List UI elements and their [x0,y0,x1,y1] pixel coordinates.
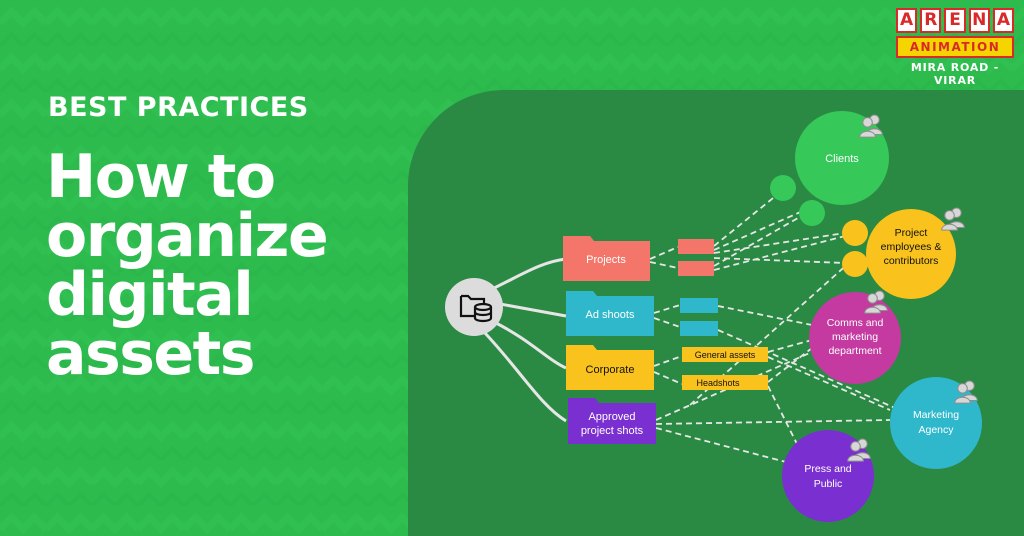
arena-animation-logo[interactable]: A R E N A ANIMATION MIRA ROAD - VIRAR [896,8,1015,87]
folder-label: Approved [588,411,635,423]
audience-press-public[interactable]: Press and Public [782,430,874,522]
connector-dot [770,175,796,201]
audience-label: Marketing [913,409,959,421]
logo-letter: A [896,8,918,33]
folder-label: Ad shoots [586,309,635,321]
logo-letter: N [968,8,990,33]
folder-corporate[interactable]: Corporate [566,345,654,390]
logo-subtitle: ANIMATION [896,36,1014,58]
audience-label: contributors [884,255,939,267]
headline: How to organize digital assets [46,142,426,389]
audience-comms-marketing[interactable]: Comms and marketing department [809,290,901,384]
audience-marketing-agency[interactable]: Marketing Agency [890,377,982,469]
logo-location: MIRA ROAD - VIRAR [910,61,1000,87]
logo-letter: A [992,8,1015,33]
folder-projects[interactable]: Projects [563,236,650,281]
folder-label: Projects [586,254,626,266]
subfolder-label: Headshots [696,378,740,388]
audience-clients[interactable]: Clients [795,111,889,205]
headline-line: digital [46,260,254,330]
user-group-icon [941,207,965,231]
audience-label: Public [814,478,843,490]
root-connectors [482,257,567,423]
connector-dot [842,220,868,246]
audience-label: employees & [881,241,942,253]
subfolder-headshots[interactable]: Headshots [682,375,768,390]
folder-label: project shots [581,425,644,437]
subfolder-general-assets[interactable]: General assets [682,347,768,362]
audience-label: Clients [825,153,859,165]
audience-label: Agency [918,424,954,436]
folder-ad-shoots[interactable]: Ad shoots [566,291,654,336]
subfolder-projects-1[interactable] [678,239,714,254]
connector-dot [799,200,825,226]
audience-label: marketing [832,331,878,343]
subfolder-ad-shoots-2[interactable] [680,321,718,336]
folder-label: Corporate [586,364,635,376]
folder-database-icon [459,294,493,323]
logo-wordmark: A R E N A [896,8,1015,33]
logo-letter: E [944,8,966,33]
audience-project-employees[interactable]: Project employees & contributors [866,207,965,299]
subfolder-label: General assets [695,350,756,360]
headline-line: organize [46,201,329,271]
audience-label: Comms and [827,317,884,329]
folder-approved-project-shots[interactable]: Approved project shots [568,398,656,444]
headline-line: assets [46,319,256,389]
audience-label: Project [895,227,928,239]
root-node [445,278,503,336]
headline-line: How to [46,142,276,212]
eyebrow-label: BEST PRACTICES [48,92,309,123]
connector-dot [842,251,868,277]
logo-letter: R [920,8,942,33]
audience-label: department [828,345,881,357]
subfolder-projects-2[interactable] [678,261,714,276]
audience-label: Press and [804,463,851,475]
subfolder-ad-shoots-1[interactable] [680,298,718,313]
